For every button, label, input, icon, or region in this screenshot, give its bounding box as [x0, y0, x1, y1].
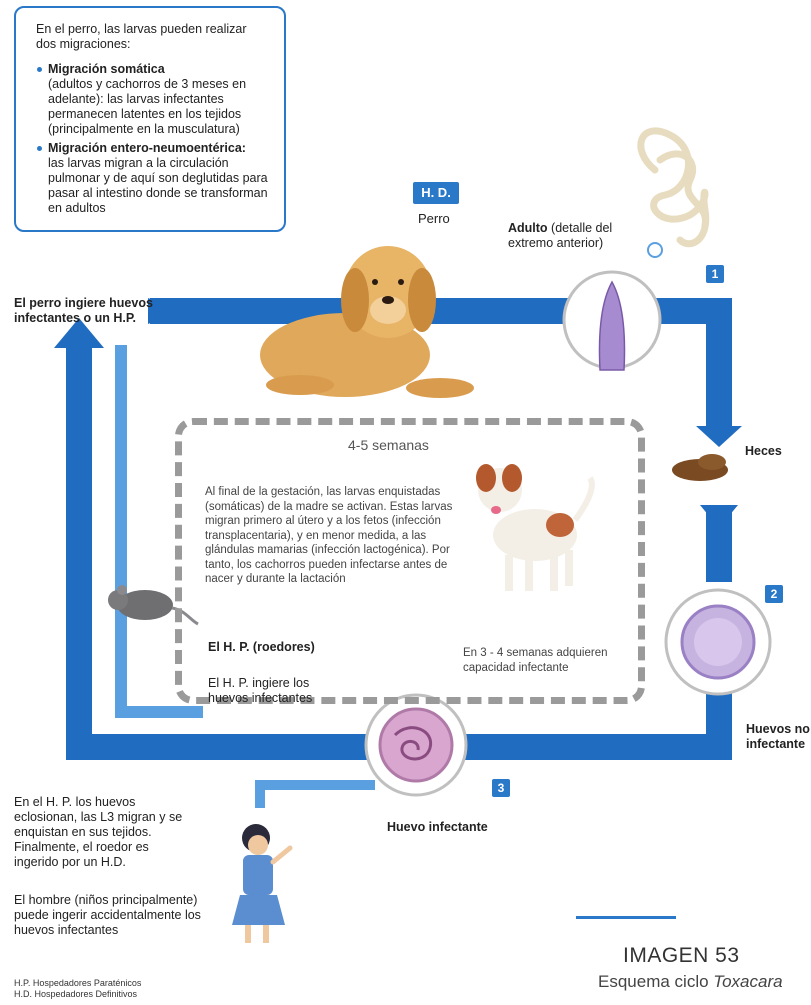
feces-label: Heces — [745, 444, 782, 459]
eggs-noninfective-label: Huevos no infectante — [746, 722, 810, 752]
abbreviation-legend: H.P. Hospedadores Paraténicos H.D. Hospe… — [14, 978, 141, 1000]
adult-label-bold: Adulto — [508, 221, 548, 235]
weeks-infective-label: En 3 - 4 semanas adquieren capacidad inf… — [463, 646, 623, 676]
worm-head-detail — [564, 272, 660, 370]
adult-worm-illustration — [641, 131, 706, 244]
definitive-host-badge: H. D. — [413, 182, 459, 204]
list-item: Migración somática (adultos y cachorros … — [48, 62, 270, 137]
human-explanation: El hombre (niños principalmente) puede i… — [14, 893, 214, 938]
weeks-label: 4-5 semanas — [348, 437, 429, 453]
subtitle-prefix: Esquema ciclo — [598, 972, 713, 991]
child-illustration — [232, 824, 290, 943]
migration-text: (adultos y cachorros de 3 meses en adela… — [48, 77, 246, 136]
figure-title: IMAGEN 53 — [623, 944, 740, 968]
subtitle-italic: Toxacara — [713, 972, 782, 991]
hp-explanation: En el H. P. los huevos eclosionan, las L… — [14, 795, 184, 870]
gestation-text: Al final de la gestación, las larvas enq… — [205, 485, 467, 587]
egg-infective-illustration — [366, 695, 466, 795]
title-rule — [576, 916, 676, 919]
step-badge-3: 3 — [492, 779, 510, 797]
info-intro: En el perro, las larvas pueden realizar … — [36, 22, 270, 52]
migration-list: Migración somática (adultos y cachorros … — [36, 62, 270, 216]
step-badge-1: 1 — [706, 265, 724, 283]
adult-label: Adulto (detalle del extremo anterior) — [508, 221, 638, 251]
hp-ingests-label: El H. P. ingiere los huevos infectantes — [208, 676, 328, 706]
migration-info-box: En el perro, las larvas pueden realizar … — [14, 6, 286, 232]
migration-title: Migración somática — [48, 62, 165, 76]
egg-noninfective-illustration — [666, 590, 770, 694]
migration-text: las larvas migran a la circulación pulmo… — [48, 156, 268, 215]
step-badge-2: 2 — [765, 585, 783, 603]
egg-infective-label: Huevo infectante — [387, 820, 488, 835]
legend-item: H.P. Hospedadores Paraténicos — [14, 978, 141, 989]
host-name: Perro — [418, 211, 450, 226]
rodents-label: El H. P. (roedores) — [208, 640, 315, 655]
migration-title: Migración entero-neumoentérica: — [48, 141, 246, 155]
dog-ingests-label: El perro ingiere huevos infectantes o un… — [14, 296, 164, 326]
list-item: Migración entero-neumoentérica: las larv… — [48, 141, 270, 216]
figure-subtitle: Esquema ciclo Toxacara — [598, 972, 783, 992]
legend-item: H.D. Hospedadores Definitivos — [14, 989, 141, 1000]
